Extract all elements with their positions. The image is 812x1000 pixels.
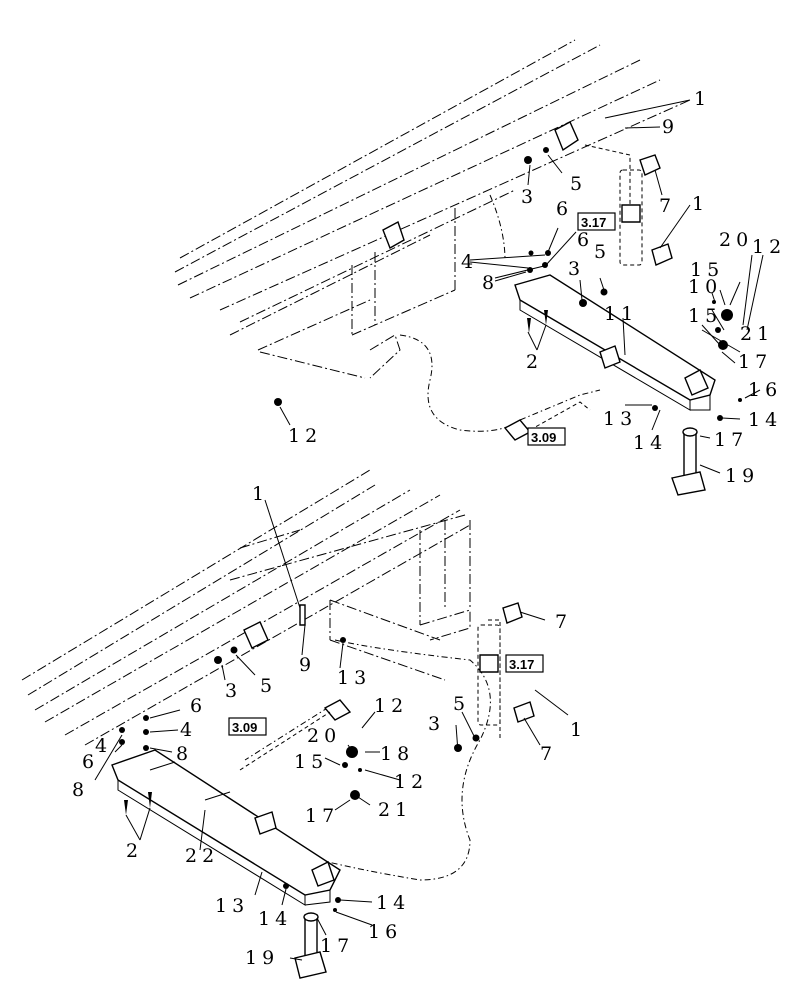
callout-number: 3 [225, 680, 242, 702]
callout-number: 15 [294, 751, 328, 773]
callout-number: 1 [570, 719, 587, 741]
callout-number: 18 [380, 743, 414, 765]
callout-number: 17 [714, 429, 748, 451]
top-jack-cylinder [619, 154, 673, 266]
bottom-tongue-beam [111, 749, 341, 906]
callout-number: 16 [368, 921, 402, 943]
top-callouts: 1 9 3 5 6 6 7 1 4 8 3 5 20 12 15 10 15 2… [288, 88, 786, 487]
bottom-jack-leg [294, 912, 327, 979]
callout-number: 4 [95, 735, 112, 757]
bottom-assembly: 3.17 3.09 1 7 3 5 9 13 6 4 4 8 8 6 2 12 … [21, 469, 587, 979]
callout-number: 20 [719, 229, 753, 251]
ref-box-label: 3.17 [581, 215, 606, 230]
bottom-hose-coupler [323, 699, 352, 721]
top-jack-leg [671, 427, 706, 496]
callout-number: 8 [482, 272, 499, 294]
callout-number: 16 [748, 379, 782, 401]
callout-number: 17 [305, 805, 339, 827]
callout-number: 17 [738, 351, 772, 373]
callout-number: 8 [176, 743, 193, 765]
callout-number: 14 [376, 892, 410, 914]
callout-number: 5 [453, 693, 470, 715]
callout-number: 2 [526, 351, 543, 373]
bottom-hardware [119, 604, 480, 912]
callout-number: 3 [428, 713, 445, 735]
callout-number: 14 [633, 432, 667, 454]
bottom-callouts: 1 7 3 5 9 13 6 4 4 8 8 6 2 12 20 15 18 1… [72, 483, 587, 969]
callout-number: 6 [190, 695, 207, 717]
bottom-leaders [94, 499, 569, 961]
callout-number: 12 [394, 771, 428, 793]
bottom-ref-box-317: 3.17 [505, 654, 544, 673]
callout-number: 7 [659, 195, 676, 217]
callout-number: 7 [540, 743, 557, 765]
callout-number: 11 [604, 303, 638, 325]
bottom-frame-bracket [243, 621, 269, 649]
callout-number: 7 [555, 611, 572, 633]
top-ref-box-309: 3.09 [527, 427, 566, 446]
bottom-jack-cylinder [477, 602, 535, 726]
ref-box-label: 3.09 [531, 430, 556, 445]
callout-number: 6 [556, 198, 573, 220]
callout-number: 12 [288, 425, 322, 447]
bottom-ref-box-309: 3.09 [228, 717, 267, 736]
top-hardware [274, 147, 742, 421]
top-assembly: 3.17 3.09 1 9 3 5 6 6 7 1 4 8 3 5 20 12 … [174, 39, 786, 496]
callout-number: 13 [337, 667, 371, 689]
ref-box-label: 3.17 [509, 657, 534, 672]
top-frame-bracket-2 [382, 220, 405, 250]
bottom-frame-outline [21, 469, 471, 746]
callout-number: 6 [577, 229, 594, 251]
callout-number: 21 [378, 799, 412, 821]
callout-number: 1 [694, 88, 711, 110]
callout-number: 13 [603, 408, 637, 430]
callout-number: 5 [570, 173, 587, 195]
callout-number: 15 [690, 259, 724, 281]
callout-number: 1 [252, 483, 269, 505]
bottom-hose-route [244, 699, 341, 761]
callout-number: 4 [461, 251, 478, 273]
top-hose-route [399, 334, 521, 432]
callout-number: 4 [180, 719, 197, 741]
top-tongue-beam [514, 274, 716, 411]
callout-number: 6 [82, 751, 99, 773]
callout-number: 17 [320, 935, 354, 957]
top-hose-route-2 [519, 389, 601, 421]
callout-number: 20 [307, 725, 341, 747]
callout-number: 3 [568, 258, 585, 280]
callout-number: 9 [299, 654, 316, 676]
callout-number: 15 [688, 305, 722, 327]
callout-number: 3 [521, 186, 538, 208]
callout-number: 1 [692, 193, 709, 215]
callout-number: 5 [594, 241, 611, 263]
top-frame-outline [174, 39, 691, 379]
top-frame-bracket [554, 121, 579, 152]
callout-number: 21 [740, 323, 774, 345]
callout-number: 14 [258, 908, 292, 930]
callout-number: 12 [374, 695, 408, 717]
callout-number: 19 [245, 947, 279, 969]
callout-number: 2 [126, 840, 143, 862]
ref-box-label: 3.09 [232, 720, 257, 735]
callout-number: 9 [662, 116, 679, 138]
callout-number: 8 [72, 779, 89, 801]
callout-number: 12 [752, 236, 786, 258]
callout-number: 22 [185, 845, 219, 867]
callout-number: 5 [260, 675, 277, 697]
top-ref-box-317: 3.17 [577, 212, 616, 231]
callout-number: 14 [748, 409, 782, 431]
callout-number: 19 [725, 465, 759, 487]
top-leaders [279, 99, 764, 474]
callout-number: 13 [215, 895, 249, 917]
callout-number: 10 [688, 276, 722, 298]
top-hose-coupler [503, 419, 532, 441]
